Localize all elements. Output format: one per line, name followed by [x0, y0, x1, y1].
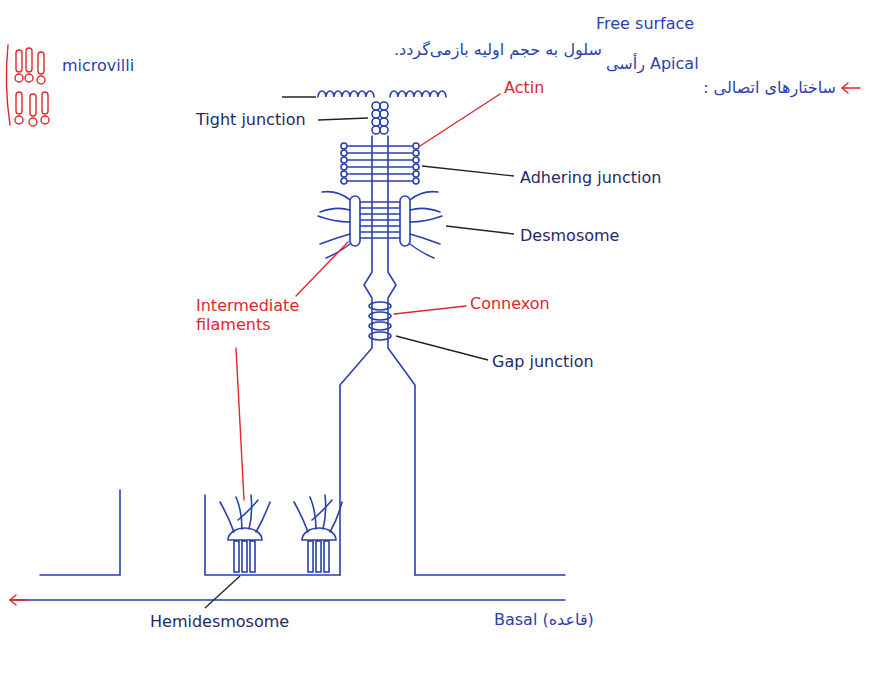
part-label: microvilli	[62, 56, 134, 75]
red-leaders	[6, 45, 860, 605]
microvilli-surface	[318, 91, 374, 97]
microvilli-surface	[390, 91, 446, 97]
note-label: سلول به حجم اولیه بازمی‌گردد.	[394, 40, 602, 59]
cell-membrane	[40, 490, 120, 575]
cell-membrane	[205, 495, 340, 575]
leader-line	[236, 348, 244, 500]
note-label: ساختارهای اتصالی :	[703, 78, 836, 97]
leader-line	[318, 118, 368, 120]
region-label: Apical	[650, 54, 699, 73]
basal-lamina	[10, 599, 565, 601]
leader-lines	[205, 97, 514, 608]
microvilli-sketch	[6, 45, 49, 126]
tight-junction-symbol	[372, 102, 388, 134]
leader-line	[205, 576, 240, 608]
leader-line	[396, 336, 488, 360]
part-label: Actin	[504, 78, 544, 97]
desmosome-symbol	[318, 192, 442, 258]
part-label: Hemidesmosome	[150, 612, 289, 631]
part-label: Adhering junction	[520, 168, 661, 187]
arrow-mark	[10, 595, 28, 605]
region-label: Basal (قاعده)	[494, 610, 594, 629]
leader-line	[394, 306, 466, 314]
part-label: Intermediate filaments	[196, 296, 314, 334]
part-label: Gap junction	[492, 352, 594, 371]
arrow-mark	[842, 83, 860, 93]
part-label: Tight junction	[196, 110, 306, 129]
leader-line	[446, 226, 514, 234]
leader-line	[296, 242, 348, 296]
leader-line	[422, 166, 514, 176]
region-label: رأسی	[606, 54, 645, 73]
leader-line	[420, 94, 500, 146]
part-label: Desmosome	[520, 226, 619, 245]
hemidesmosome-symbol	[220, 495, 342, 572]
adhering-junction-symbol	[341, 143, 419, 184]
cell-membranes	[10, 91, 565, 600]
gap-junction-symbol	[369, 302, 391, 340]
part-label: Connexon	[470, 294, 550, 313]
leader-line	[282, 96, 316, 97]
cell-membrane	[415, 574, 565, 576]
surface-label: Free surface	[596, 14, 694, 33]
